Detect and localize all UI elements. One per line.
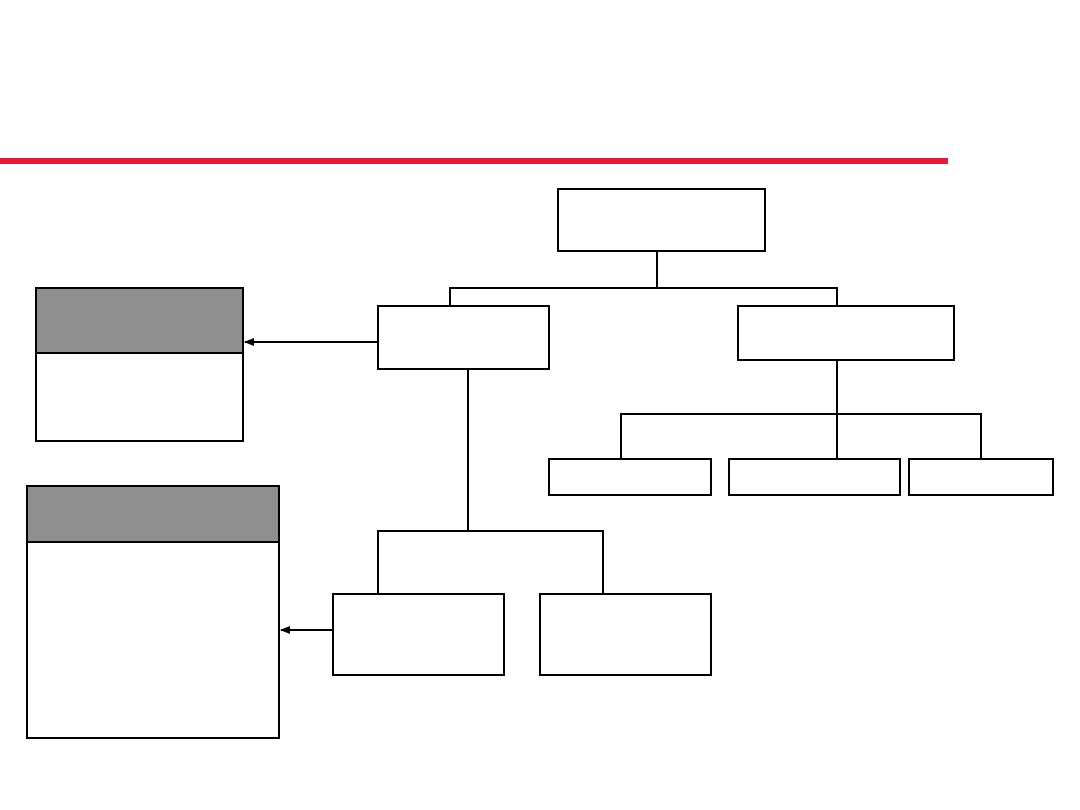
left-child-node: [377, 305, 550, 370]
right-leaf-node: [548, 458, 712, 496]
panel-body: [28, 543, 278, 737]
panel-header: [37, 289, 242, 354]
detail-panel-1: [35, 287, 244, 442]
right-leaf-node: [908, 458, 1054, 496]
detail-panel-2: [26, 485, 280, 739]
right-child-node: [737, 305, 955, 361]
connector-left-leaves-bar: [377, 530, 604, 594]
root-node: [557, 188, 766, 252]
right-leaf-node: [728, 458, 901, 496]
connector-right-leaves-bar: [620, 413, 982, 459]
title-accent-rule: [0, 158, 948, 164]
left-leaf-node: [332, 593, 505, 676]
left-leaf-node: [539, 593, 712, 676]
connector-level1-bar: [449, 287, 838, 306]
panel-body: [37, 354, 242, 440]
panel-header: [28, 487, 278, 543]
